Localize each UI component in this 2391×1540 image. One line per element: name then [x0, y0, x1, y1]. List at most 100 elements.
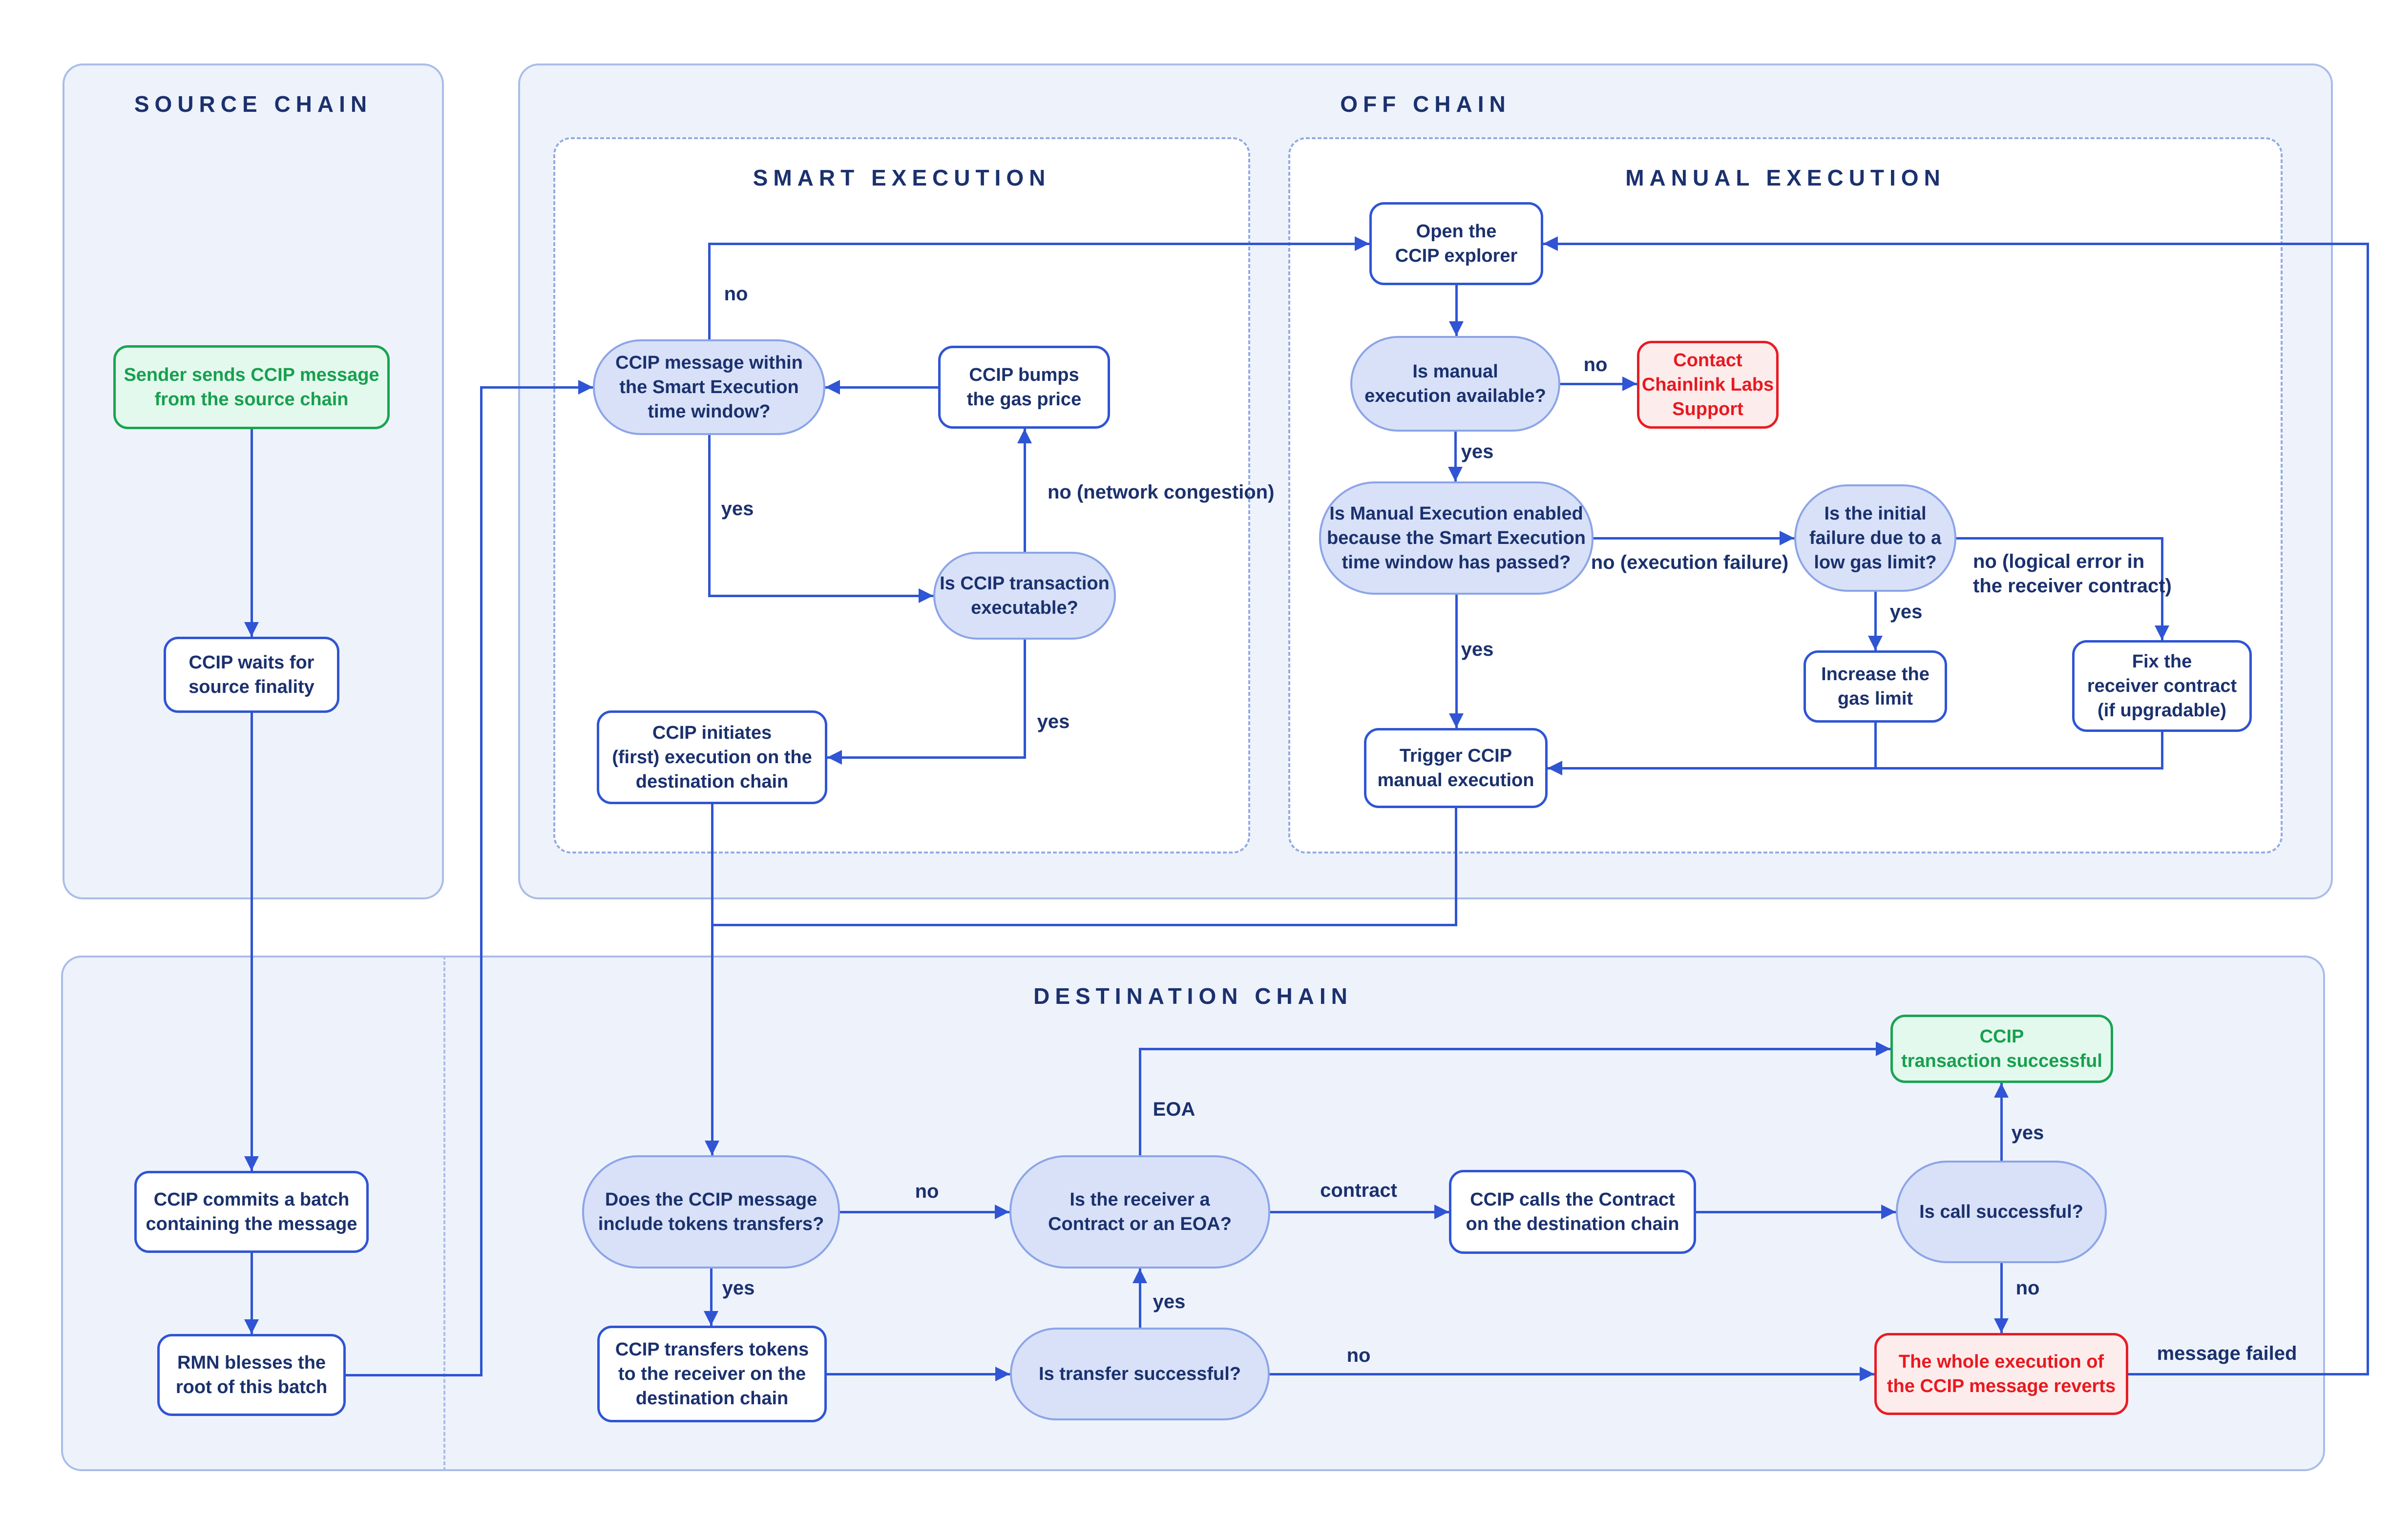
label-window-yes: yes	[721, 498, 754, 520]
executable-yes-to-initiates	[826, 756, 1026, 759]
receiver-eoa-to-success	[1138, 1047, 1141, 1157]
label-logical-error: no (logical error in the receiver contra…	[1973, 551, 2172, 597]
label-include-yes: yes	[722, 1277, 755, 1299]
rmn-to-smart-execution	[480, 386, 482, 1376]
label-transfer-yes: yes	[1153, 1291, 1186, 1312]
include-no-to-receiver-type	[839, 1210, 1011, 1213]
bumps-to-window	[824, 386, 940, 389]
waits-to-commits-arrowhead-icon	[244, 1156, 259, 1171]
ccip-initiates: CCIP initiates (first) execution on the …	[597, 710, 827, 804]
include-token-transfers: Does the CCIP message include tokens tra…	[582, 1155, 840, 1269]
fix-receiver-to-trigger-arrowhead-icon	[1548, 761, 1562, 775]
transfers-to-transfer-successful	[825, 1373, 1011, 1375]
failure-no-to-fix-receiver-arrowhead-icon	[2155, 625, 2169, 640]
transfer-successful: Is transfer successful?	[1010, 1328, 1270, 1420]
label-available-no: no	[1583, 354, 1608, 375]
rmn-to-smart-execution-arrowhead-icon	[578, 380, 593, 395]
receiver-contract-to-calls	[1269, 1210, 1450, 1213]
source-chain-panel-title: SOURCE CHAIN	[134, 91, 373, 117]
trigger-manual-execution: Trigger CCIP manual execution	[1364, 728, 1548, 808]
fix-receiver-to-trigger	[1546, 767, 2163, 770]
transfer-yes-to-receiver-type	[1138, 1267, 1141, 1329]
trigger-join-initiates-line	[1454, 807, 1457, 926]
contact-support: Contact Chainlink Labs Support	[1637, 341, 1779, 429]
window-no-to-explorer	[708, 242, 1371, 245]
window-no-to-explorer-arrowhead-icon	[1355, 236, 1369, 251]
transaction-executable: Is CCIP transaction executable?	[933, 552, 1116, 640]
available-no-to-contact	[1559, 382, 1638, 385]
smart-execution-panel-title: SMART EXECUTION	[753, 165, 1051, 190]
call-successful: Is call successful?	[1896, 1161, 2107, 1263]
calls-to-call-successful	[1695, 1210, 1897, 1213]
source-chain-panel: SOURCE CHAIN	[63, 63, 444, 899]
label-call-no: no	[2015, 1277, 2040, 1299]
sender-to-waits	[250, 428, 253, 638]
failure-no-to-fix-receiver	[1955, 537, 2163, 540]
available-yes-to-enabled	[1454, 430, 1457, 483]
label-call-yes: yes	[2011, 1122, 2044, 1144]
transfer-no-to-reverts-arrowhead-icon	[1860, 1367, 1874, 1381]
receiver-eoa-to-success	[1138, 1047, 1892, 1050]
failure-yes-to-increase-gas	[1874, 590, 1877, 652]
call-no-to-reverts	[2000, 1262, 2003, 1334]
transfers-to-transfer-successful-arrowhead-icon	[995, 1367, 1010, 1381]
window-no-to-explorer	[708, 242, 711, 341]
enabled-yes-to-trigger	[1455, 593, 1458, 729]
initiates-to-include-tokens	[711, 803, 713, 1157]
initial-failure-gas: Is the initial failure due to a low gas …	[1794, 484, 1956, 592]
label-eoa: EOA	[1153, 1099, 1196, 1120]
destination-chain-panel-title: DESTINATION CHAIN	[1033, 983, 1353, 1009]
off-chain-panel-title: OFF CHAIN	[1340, 91, 1511, 117]
enabled-yes-to-trigger-arrowhead-icon	[1449, 713, 1464, 728]
increase-gas-to-trigger-join	[1874, 721, 1877, 770]
executable-yes-to-initiates-arrowhead-icon	[827, 750, 842, 765]
ccip-commits: CCIP commits a batch containing the mess…	[134, 1171, 369, 1253]
executable-no-to-bumps-arrowhead-icon	[1017, 429, 1032, 443]
receiver-contract-or-eoa: Is the receiver a Contract or an EOA?	[1009, 1155, 1270, 1269]
label-execution-failure: no (execution failure)	[1591, 552, 1789, 573]
explorer-to-available-arrowhead-icon	[1449, 321, 1464, 336]
waits-to-commits	[250, 711, 253, 1172]
manual-execution-panel-title: MANUAL EXECUTION	[1625, 165, 1946, 190]
open-explorer: Open the CCIP explorer	[1369, 202, 1543, 285]
failure-no-to-fix-receiver	[2160, 537, 2163, 642]
label-message-failed: message failed	[2157, 1343, 2297, 1364]
reverts-message-failed-to-explorer	[2366, 242, 2369, 1375]
label-include-no: no	[915, 1181, 939, 1202]
label-available-yes: yes	[1461, 441, 1494, 462]
manual-available: Is manual execution available?	[1350, 336, 1560, 432]
execution-reverts: The whole execution of the CCIP message …	[1874, 1333, 2128, 1415]
reverts-message-failed-to-explorer	[2127, 1373, 2369, 1375]
increase-gas-limit: Increase the gas limit	[1804, 650, 1947, 723]
label-network-congestion: no (network congestion)	[1048, 481, 1275, 503]
enabled-no-to-initial-failure-arrowhead-icon	[1780, 531, 1794, 545]
manual-enabled: Is Manual Execution enabled because the …	[1319, 481, 1594, 595]
commits-to-rmn-arrowhead-icon	[244, 1319, 259, 1334]
executable-no-to-bumps	[1023, 427, 1026, 553]
label-contract: contract	[1320, 1180, 1397, 1201]
commits-to-rmn	[250, 1251, 253, 1335]
call-yes-to-success	[2000, 1082, 2003, 1162]
label-enabled-yes: yes	[1461, 639, 1494, 660]
failure-yes-to-increase-gas-arrowhead-icon	[1868, 636, 1883, 650]
source-destination-divider	[443, 956, 445, 1471]
label-window-no: no	[724, 283, 748, 305]
receiver-contract-to-calls-arrowhead-icon	[1434, 1205, 1449, 1219]
message-within-window: CCIP message within the Smart Execution …	[593, 339, 825, 435]
initiates-to-include-tokens-arrowhead-icon	[705, 1141, 719, 1155]
fix-receiver-contract: Fix the receiver contract (if upgradable…	[2072, 640, 2252, 732]
include-yes-to-transfers-arrowhead-icon	[704, 1311, 718, 1326]
include-no-to-receiver-type-arrowhead-icon	[995, 1205, 1009, 1219]
window-yes-to-executable	[708, 594, 935, 597]
ccip-transfers-tokens: CCIP transfers tokens to the receiver on…	[597, 1326, 827, 1422]
bumps-to-window-arrowhead-icon	[825, 380, 840, 395]
sender-sends: Sender sends CCIP message from the sourc…	[113, 345, 390, 429]
ccip-waits: CCIP waits for source finality	[164, 637, 339, 713]
rmn-blesses: RMN blesses the root of this batch	[157, 1334, 346, 1416]
call-yes-to-success-arrowhead-icon	[1994, 1083, 2009, 1098]
explorer-to-available	[1455, 284, 1458, 337]
rmn-to-smart-execution	[344, 1374, 482, 1376]
rmn-to-smart-execution	[480, 386, 594, 389]
reverts-message-failed-to-explorer-arrowhead-icon	[1543, 236, 1558, 251]
